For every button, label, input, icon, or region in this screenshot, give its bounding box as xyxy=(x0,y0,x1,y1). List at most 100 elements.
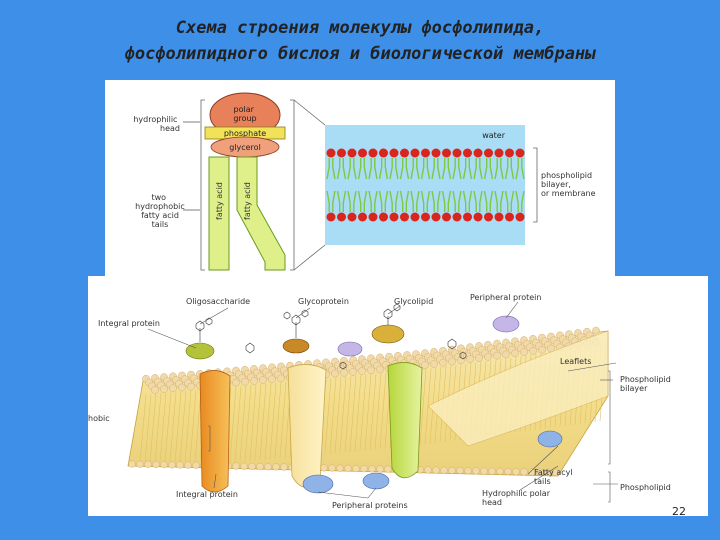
membrane-bottom-head-dot xyxy=(249,463,256,470)
integral-protein-bottom-label: Integral protein xyxy=(176,490,238,499)
membrane-head-dot xyxy=(466,356,473,363)
glycolipid-label: Glycolipid xyxy=(394,297,433,306)
membrane-head-dot xyxy=(538,346,545,353)
peripheral-protein-label: Peripheral protein xyxy=(470,293,541,302)
bilayer-head-dot xyxy=(442,213,451,222)
membrane-bottom-head-dot xyxy=(433,467,440,474)
bilayer-head-dot xyxy=(421,213,430,222)
hydrophobic-partial-label: hobic xyxy=(88,414,110,423)
fatty-acid-label-1: fatty acid xyxy=(215,182,224,220)
membrane-head-dot xyxy=(493,352,500,359)
membrane-bottom-head-dot xyxy=(473,467,480,474)
bilayer-head-dot xyxy=(379,149,388,158)
membrane-bottom-head-dot xyxy=(129,461,136,468)
membrane-bottom-head-dot xyxy=(193,462,200,469)
bilayer-head-dot xyxy=(484,149,493,158)
membrane-bottom-head-dot xyxy=(377,466,384,473)
fatty-acid-label-2: fatty acid xyxy=(243,182,252,220)
bilayer-head-dot xyxy=(400,149,409,158)
membrane-bottom-head-dot xyxy=(145,461,152,468)
membrane-bottom-head-dot xyxy=(505,468,512,475)
membrane-bottom-head-dot xyxy=(321,464,328,471)
membrane-head-dot xyxy=(268,376,275,383)
membrane-bottom-head-dot xyxy=(361,465,368,472)
membrane-head-dot xyxy=(187,383,194,390)
peripheral-protein-lilac xyxy=(338,342,362,356)
title-line-2: фосфолипидного бислоя и биологической ме… xyxy=(0,44,720,64)
peripheral-protein-bottom-3 xyxy=(538,431,562,447)
membrane-head-dot xyxy=(376,366,383,373)
membrane-bottom-head-dot xyxy=(169,461,176,468)
membrane-head-dot xyxy=(160,385,167,392)
membrane-head-dot xyxy=(340,369,347,376)
bilayer-head-dot xyxy=(453,213,462,222)
water-label: water xyxy=(482,131,506,140)
peripheral-protein-top xyxy=(493,316,519,332)
polar-group-label: polar group xyxy=(233,105,256,123)
membrane-bottom-head-dot xyxy=(425,467,432,474)
bilayer-head-dot xyxy=(453,149,462,158)
membrane-head-dot xyxy=(178,384,185,391)
membrane-bottom-head-dot xyxy=(233,463,240,470)
bilayer-head-dot xyxy=(369,213,378,222)
membrane-bottom-head-dot xyxy=(177,462,184,469)
integral-protein-green xyxy=(388,362,422,477)
membrane-bottom-head-dot xyxy=(345,465,352,472)
membrane-head-dot xyxy=(367,367,374,374)
membrane-head-dot xyxy=(484,353,491,360)
integral-protein-top-label: Integral protein xyxy=(98,319,160,328)
membrane-bottom-head-dot xyxy=(489,468,496,475)
membrane-head-dot xyxy=(232,379,239,386)
bilayer-head-dot xyxy=(327,149,336,158)
bilayer-head-dot xyxy=(432,149,441,158)
membrane-bottom-head-dot xyxy=(257,463,264,470)
membrane-head-dot xyxy=(475,354,482,361)
integral-protein-cream xyxy=(288,364,326,487)
bilayer-head-dot xyxy=(348,213,357,222)
glycoprotein-label: Glycoprotein xyxy=(298,297,349,306)
membrane-diagram: Oligosaccharide Glycoprotein Glycolipid … xyxy=(88,276,708,516)
bilayer-head-dot xyxy=(400,213,409,222)
membrane-head-dot xyxy=(250,377,257,384)
bilayer-head-dot xyxy=(369,149,378,158)
integral-protein-orange xyxy=(200,370,230,492)
membrane-bottom-head-dot xyxy=(273,463,280,470)
bilayer-head-dot xyxy=(358,149,367,158)
bilayer-head-dot xyxy=(411,149,420,158)
peripheral-proteins-label: Peripheral proteins xyxy=(332,501,408,510)
glycoprotein-blob xyxy=(283,339,309,353)
bilayer-head-dot xyxy=(358,213,367,222)
membrane-bottom-head-dot xyxy=(449,467,456,474)
membrane-bottom-head-dot xyxy=(497,468,504,475)
membrane-bottom-head-dot xyxy=(457,467,464,474)
membrane-bottom-head-dot xyxy=(465,467,472,474)
page-number: 22 xyxy=(672,505,686,518)
bilayer-head-dot xyxy=(337,149,346,158)
membrane-bottom-head-dot xyxy=(281,464,288,471)
phospholipid-label: Phospholipid xyxy=(620,483,671,492)
membrane-head-dot xyxy=(241,378,248,385)
bilayer-head-dot xyxy=(474,149,483,158)
oligosaccharide-label: Oligosaccharide xyxy=(186,297,250,306)
bilayer-diagram: water xyxy=(325,125,525,245)
membrane-head-dot xyxy=(151,386,158,393)
membrane-head-dot xyxy=(502,351,509,358)
membrane-head-dot xyxy=(331,370,338,377)
bilayer-head-dot xyxy=(505,213,514,222)
membrane-bottom-head-dot xyxy=(369,465,376,472)
membrane-head-dot xyxy=(430,360,437,367)
bilayer-head-dot xyxy=(505,149,514,158)
peripheral-protein-bottom-2 xyxy=(363,473,389,489)
hydrophilic-head-label: hydrophilic head xyxy=(133,115,180,133)
bilayer-head-dot xyxy=(421,149,430,158)
phospholipid-bilayer-label: Phospholipidbilayer xyxy=(620,375,671,393)
bilayer-head-dot xyxy=(348,149,357,158)
bilayer-label: phospholipid bilayer,or membrane xyxy=(541,171,596,198)
membrane-head-dot xyxy=(169,385,176,392)
bilayer-head-dot xyxy=(516,213,525,222)
membrane-bottom-head-dot xyxy=(385,466,392,473)
membrane-head-dot xyxy=(448,358,455,365)
membrane-head-dot xyxy=(592,327,599,334)
membrane-head-dot xyxy=(277,375,284,382)
